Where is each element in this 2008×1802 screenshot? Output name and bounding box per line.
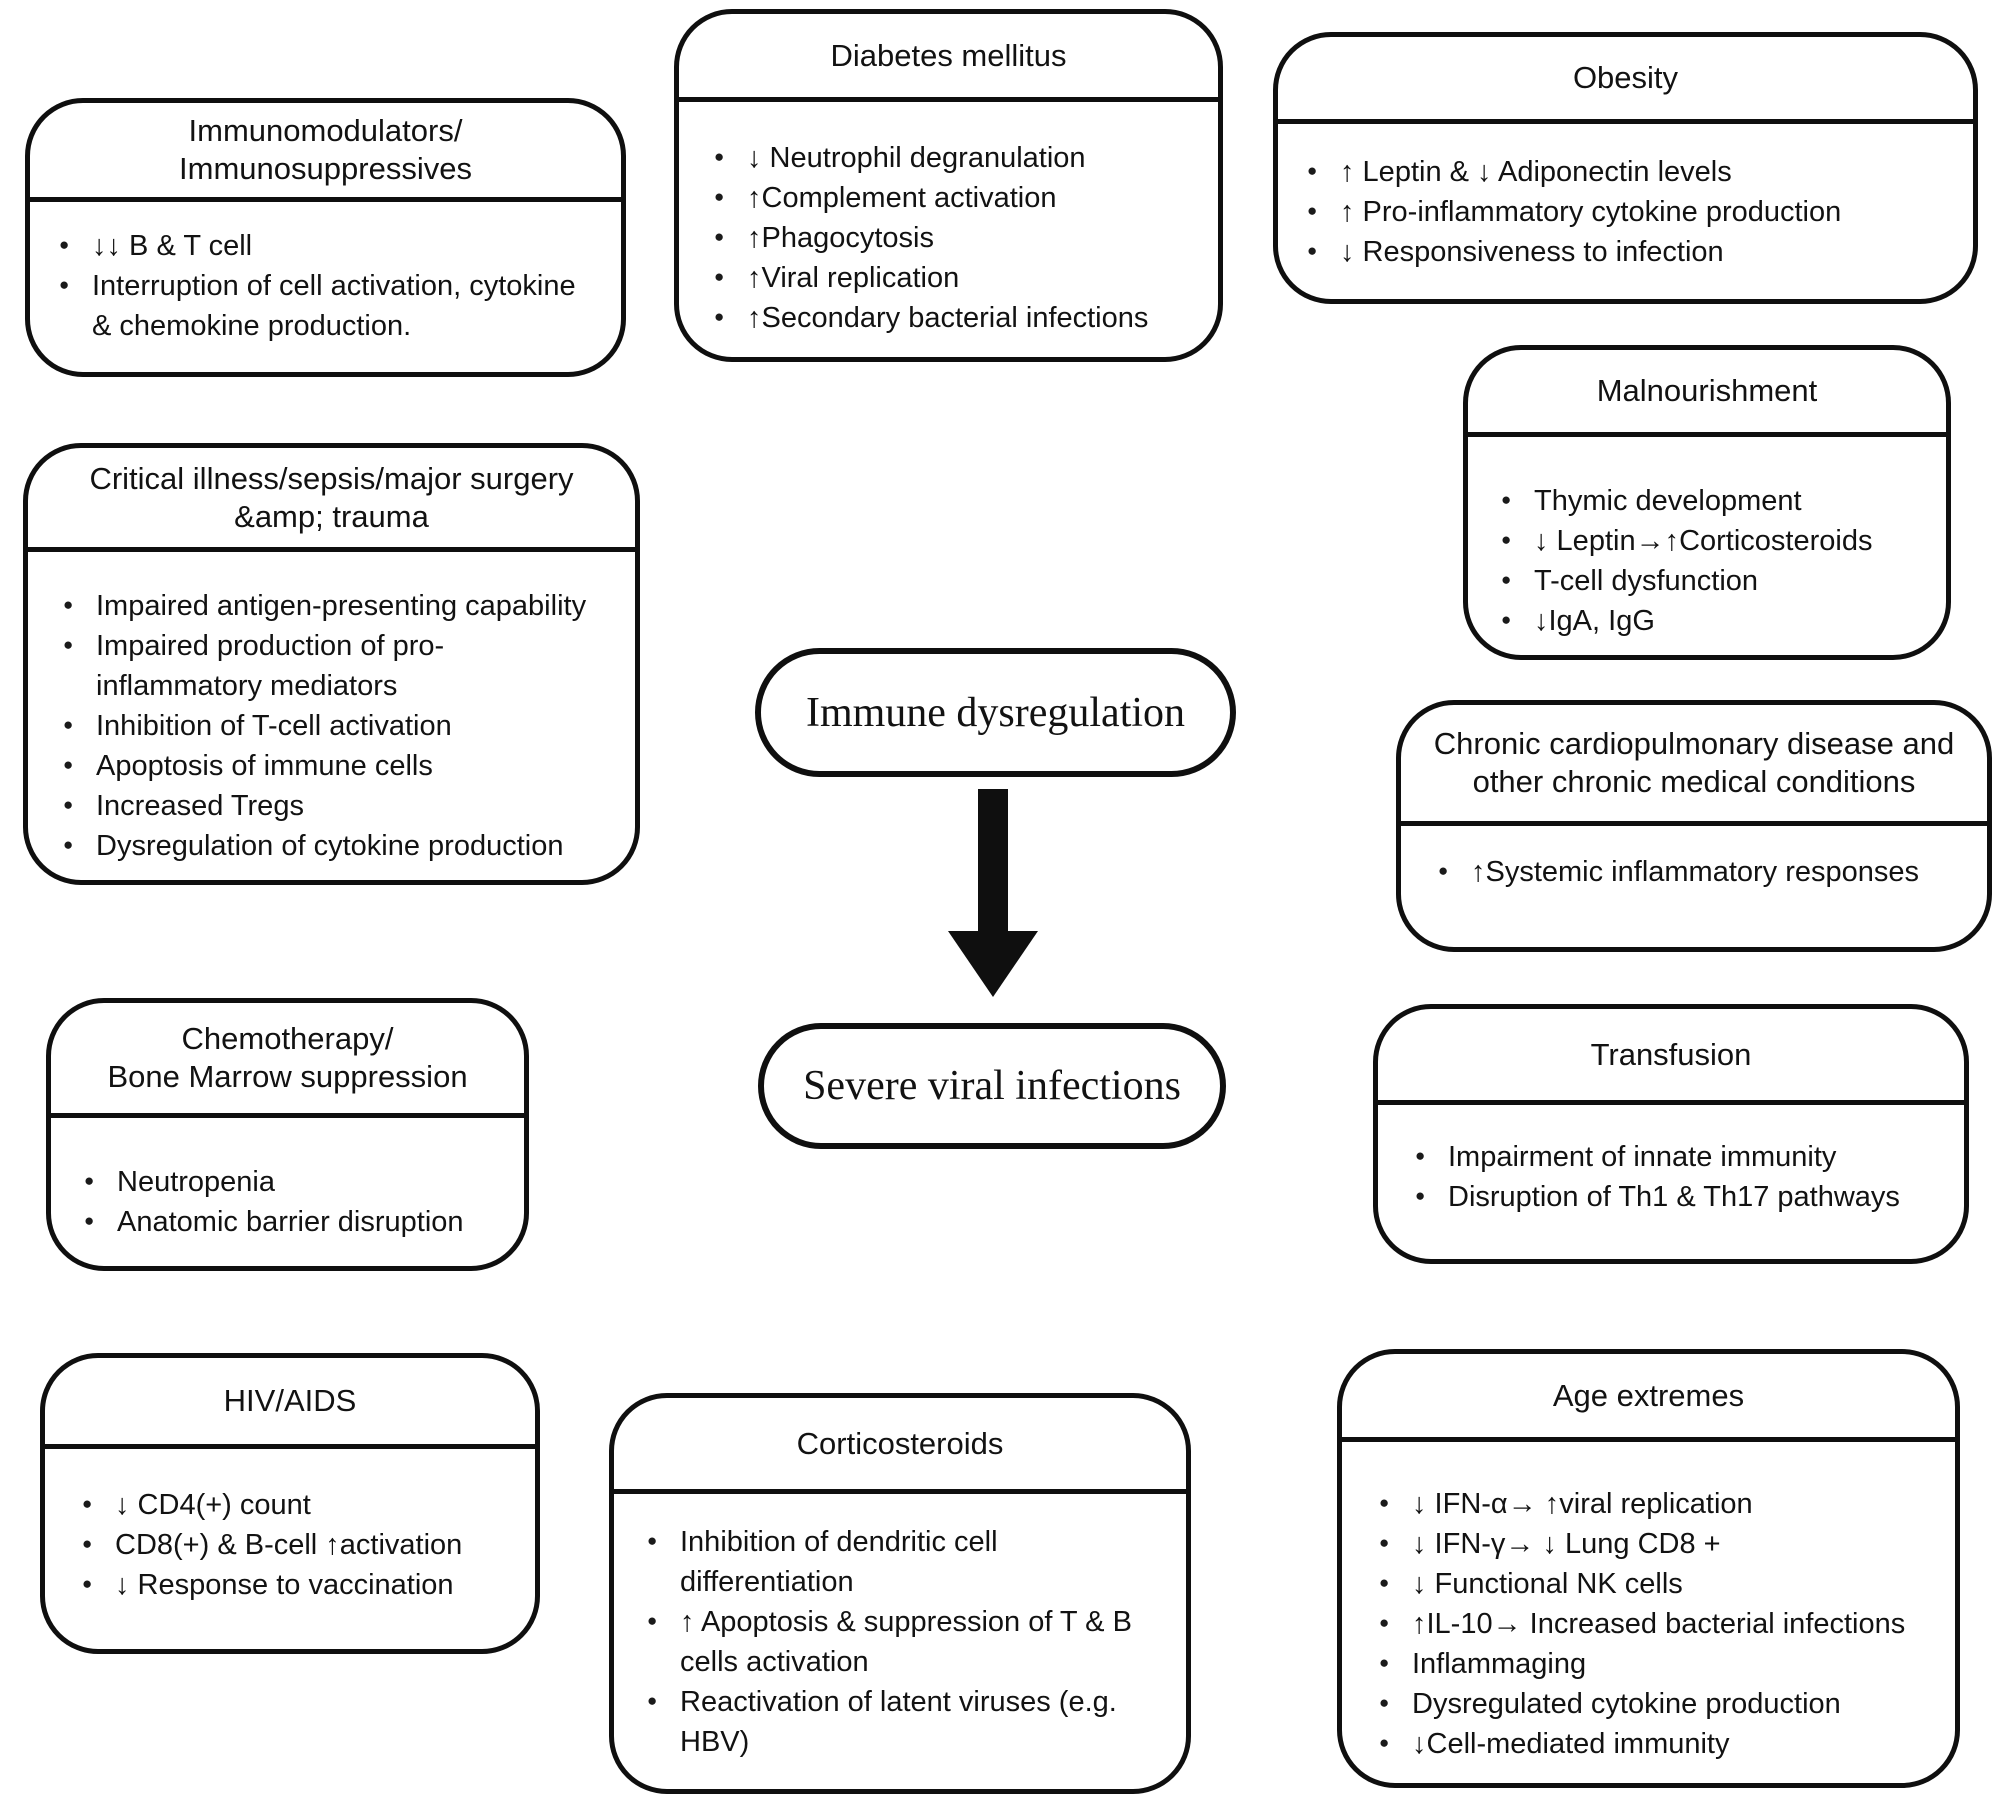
node-transfusion: Transfusion Impairment of innate immunit… [1373,1004,1969,1264]
bullet-item: ↑Systemic inflammatory responses [1435,852,1981,892]
pill-label: Severe viral infections [803,1063,1181,1109]
bullet-item: Inflammaging [1376,1644,1949,1684]
bullet-item: Inhibition of dendritic cell differentia… [644,1522,1180,1602]
node-title: Malnourishment [1468,350,1946,437]
bullet-item: ↓Cell-mediated immunity [1376,1724,1949,1764]
bullet-item: Dysregulated cytokine production [1376,1684,1949,1724]
bullet-list: ↑Systemic inflammatory responses [1401,826,1987,892]
bullet-list: ↓ Neutrophil degranulation↑Complement ac… [679,102,1218,338]
bullet-item: ↓↓ B & T cell [56,226,611,266]
bullet-item: T-cell dysfunction [1498,561,1940,601]
bullet-item: ↓ Neutrophil degranulation [711,138,1212,178]
node-obesity: Obesity ↑ Leptin & ↓ Adiponectin levels↑… [1273,32,1978,304]
arrow-shaft [978,789,1008,931]
node-title: Transfusion [1378,1009,1964,1105]
node-immune-dysregulation: Immune dysregulation [755,648,1236,777]
bullet-list: ↓ IFN-α→ ↑viral replication↓ IFN-γ→ ↓ Lu… [1342,1442,1955,1764]
node-chronic-cardiopulmonary: Chronic cardiopulmonary disease and othe… [1396,700,1992,952]
down-arrow [948,789,1038,997]
bullet-item: Increased Tregs [60,786,631,826]
node-hiv-aids: HIV/AIDS ↓ CD4(+) countCD8(+) & B-cell ↑… [40,1353,540,1654]
bullet-item: Thymic development [1498,481,1940,521]
bullet-list: ↓ CD4(+) countCD8(+) & B-cell ↑activatio… [45,1449,535,1605]
node-title: Critical illness/sepsis/major surgery &a… [28,448,635,552]
bullet-item: ↑ Apoptosis & suppression of T & B cells… [644,1602,1180,1682]
bullet-list: Impaired antigen-presenting capabilityIm… [28,552,635,866]
node-title: Chemotherapy/ Bone Marrow suppression [51,1003,524,1118]
bullet-item: ↓ CD4(+) count [79,1485,529,1525]
bullet-item: Apoptosis of immune cells [60,746,631,786]
bullet-item: ↑IL-10→ Increased bacterial infections [1376,1604,1949,1644]
node-title: Age extremes [1342,1354,1955,1442]
bullet-item: Inhibition of T-cell activation [60,706,631,746]
bullet-item: Reactivation of latent viruses (e.g. HBV… [644,1682,1180,1762]
pill-label: Immune dysregulation [805,689,1186,736]
bullet-item: ↓ IFN-α→ ↑viral replication [1376,1484,1949,1524]
bullet-list: NeutropeniaAnatomic barrier disruption [51,1118,524,1242]
node-title: Diabetes mellitus [679,14,1218,102]
bullet-list: Impairment of innate immunityDisruption … [1378,1105,1964,1217]
bullet-item: Disruption of Th1 & Th17 pathways [1412,1177,1958,1217]
bullet-item: ↑Complement activation [711,178,1212,218]
bullet-item: CD8(+) & B-cell ↑activation [79,1525,529,1565]
bullet-list: ↑ Leptin & ↓ Adiponectin levels↑ Pro-inf… [1278,124,1973,272]
node-title: Immunomodulators/ Immunosuppressives [30,103,621,202]
node-age-extremes: Age extremes ↓ IFN-α→ ↑viral replication… [1337,1349,1960,1788]
node-severe-viral-infections: Severe viral infections [758,1023,1226,1149]
bullet-list: ↓↓ B & T cellInterruption of cell activa… [30,202,621,346]
bullet-list: Inhibition of dendritic cell differentia… [614,1494,1186,1762]
bullet-list: Thymic development↓ Leptin→↑Corticostero… [1468,437,1946,641]
node-malnourishment: Malnourishment Thymic development↓ Lepti… [1463,345,1951,660]
bullet-item: ↓ IFN-γ→ ↓ Lung CD8 + [1376,1524,1949,1564]
node-title: Chronic cardiopulmonary disease and othe… [1401,705,1987,826]
bullet-item: ↑ Leptin & ↓ Adiponectin levels [1304,152,1967,192]
node-chemotherapy: Chemotherapy/ Bone Marrow suppression Ne… [46,998,529,1271]
bullet-item: ↓ Response to vaccination [79,1565,529,1605]
bullet-item: Impaired production of pro- inflammatory… [60,626,631,706]
node-corticosteroids: Corticosteroids Inhibition of dendritic … [609,1393,1191,1794]
bullet-item: Impaired antigen-presenting capability [60,586,631,626]
bullet-item: ↓ Functional NK cells [1376,1564,1949,1604]
bullet-item: ↓ Responsiveness to infection [1304,232,1967,272]
bullet-item: Interruption of cell activation, cytokin… [56,266,611,346]
node-title: Obesity [1278,37,1973,124]
node-immunomodulators: Immunomodulators/ Immunosuppressives ↓↓ … [25,98,626,377]
node-title: Corticosteroids [614,1398,1186,1494]
node-title: HIV/AIDS [45,1358,535,1449]
bullet-item: ↓IgA, IgG [1498,601,1940,641]
arrow-head [948,931,1038,997]
bullet-item: ↑Secondary bacterial infections [711,298,1212,338]
node-diabetes-mellitus: Diabetes mellitus ↓ Neutrophil degranula… [674,9,1223,362]
bullet-item: ↑ Pro-inflammatory cytokine production [1304,192,1967,232]
bullet-item: Dysregulation of cytokine production [60,826,631,866]
bullet-item: ↑Phagocytosis [711,218,1212,258]
bullet-item: Anatomic barrier disruption [81,1202,518,1242]
bullet-item: Impairment of innate immunity [1412,1137,1958,1177]
node-critical-illness: Critical illness/sepsis/major surgery &a… [23,443,640,885]
bullet-item: ↑Viral replication [711,258,1212,298]
bullet-item: Neutropenia [81,1162,518,1202]
bullet-item: ↓ Leptin→↑Corticosteroids [1498,521,1940,561]
